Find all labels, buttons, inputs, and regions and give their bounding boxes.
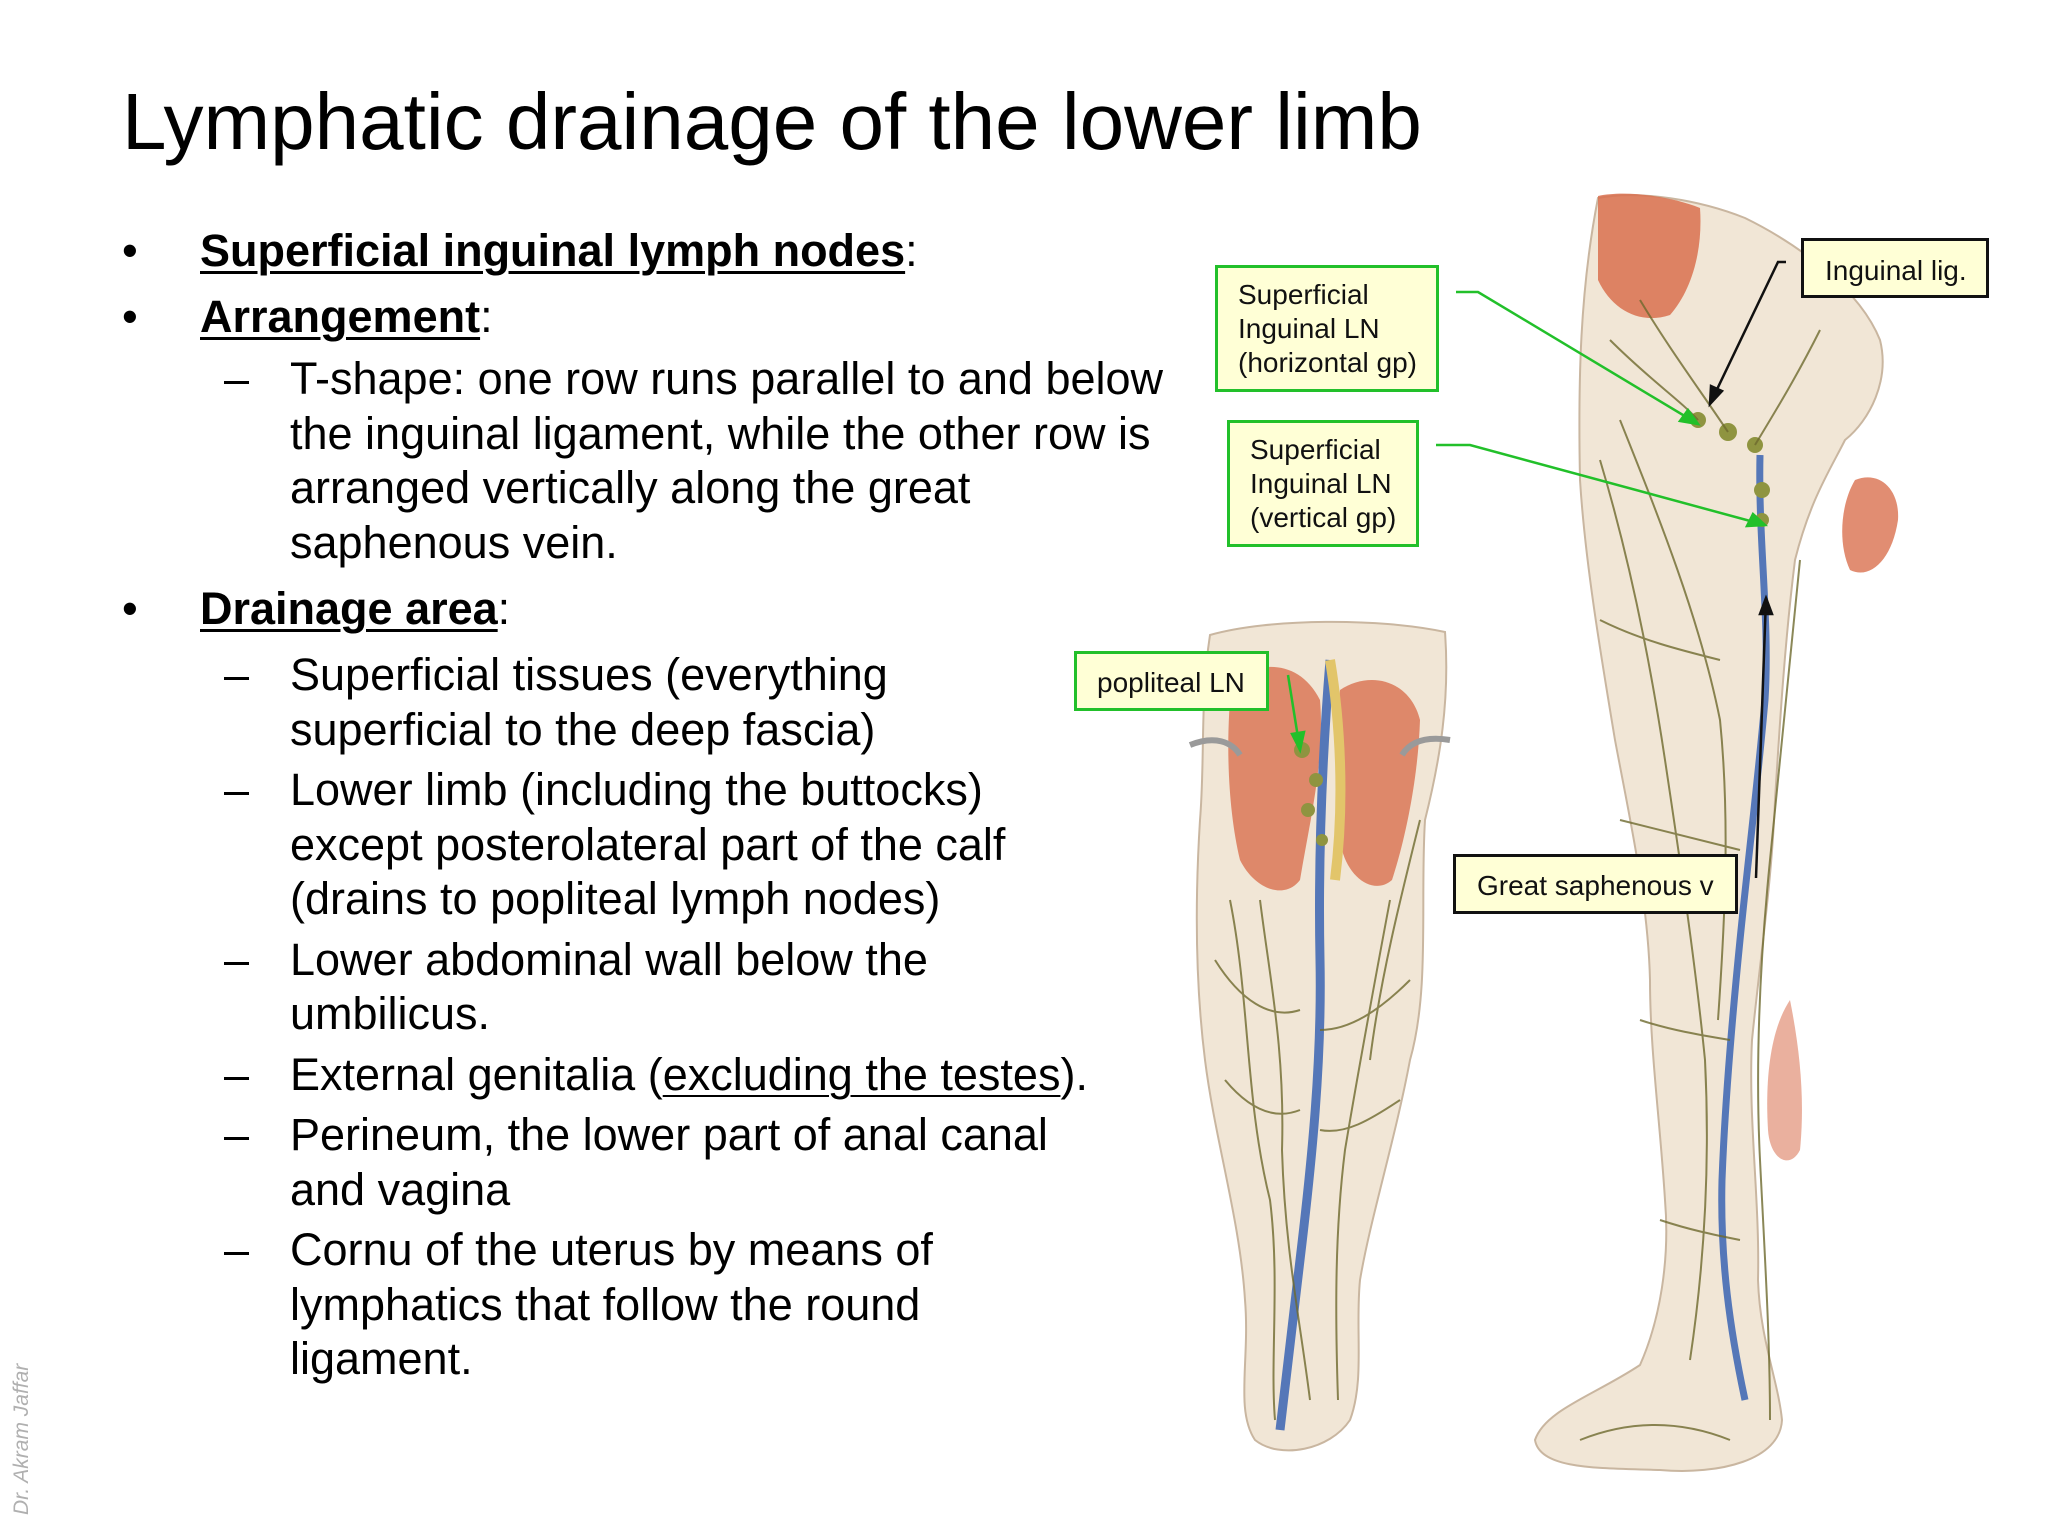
dash-marker: – (224, 933, 250, 985)
bullet-arrangement: • Arrangement: (122, 284, 1122, 350)
sub-bullet-text-end: ). (1060, 1048, 1088, 1100)
great-saphenous-label: Great saphenous v (1453, 854, 1738, 914)
excluding-testes-text: excluding the testes (662, 1048, 1061, 1100)
dash-marker: – (224, 649, 250, 700)
sub-bullet-text: Lower abdominal wall below the umbilicus… (290, 933, 928, 1040)
bullet-suffix: : (497, 583, 511, 634)
bullet-suffix: : (905, 225, 918, 276)
label-text: popliteal LN (1097, 667, 1245, 698)
dash-marker: – (224, 1109, 250, 1160)
dash-marker: – (224, 1224, 250, 1275)
bullet-keyword: Arrangement (200, 291, 481, 342)
label-text: (vertical gp) (1250, 502, 1397, 533)
sub-bullet-external-genitalia: –External genitalia (excluding the teste… (122, 1048, 1190, 1103)
bullet-keyword: Superficial inguinal lymph nodes (200, 225, 906, 276)
popliteal-node (1316, 834, 1328, 846)
popliteal-node (1309, 773, 1323, 787)
dash-marker: – (224, 764, 250, 815)
label-text: Inguinal lig. (1825, 255, 1967, 286)
sub-bullet-cornu-uterus: –Cornu of the uterus by means of lymphat… (122, 1223, 1010, 1387)
lower-limb-lymphatics-illustration (1188, 193, 1899, 1472)
label-text: Great saphenous v (1477, 870, 1714, 901)
sub-bullet-text: Lower limb (including the buttocks) exce… (290, 764, 1006, 924)
dash-marker: – (224, 1048, 250, 1100)
slide-title: Lymphatic drainage of the lower limb (122, 77, 1422, 166)
inguinal-ligament-label: Inguinal lig. (1801, 238, 1989, 298)
label-text: (horizontal gp) (1238, 347, 1417, 378)
sub-bullet-text: T-shape: one row runs parallel to and be… (290, 353, 1164, 568)
anterior-leg-view (1533, 193, 1899, 1472)
bullet-marker: • (122, 225, 138, 276)
bullet-superficial-nodes: • Superficial inguinal lymph nodes: (122, 218, 1122, 284)
dash-marker: – (224, 353, 250, 404)
label-text: Superficial (1250, 434, 1381, 465)
popliteal-node (1301, 803, 1315, 817)
sub-bullet-abdominal-wall: –Lower abdominal wall below the umbilicu… (122, 933, 1050, 1042)
pointer-arrows (1286, 260, 1786, 879)
bullet-marker: • (122, 583, 138, 634)
popliteal-ln-label: popliteal LN (1074, 651, 1269, 711)
sub-bullet-t-shape: –T-shape: one row runs parallel to and b… (122, 352, 1180, 570)
label-text: Inguinal LN (1238, 313, 1380, 344)
superficial-inguinal-vertical-label: Superficial Inguinal LN (vertical gp) (1227, 420, 1419, 547)
label-text: Inguinal LN (1250, 468, 1392, 499)
sub-bullet-text: Cornu of the uterus by means of lymphati… (290, 1224, 933, 1384)
superficial-inguinal-horizontal-label: Superficial Inguinal LN (horizontal gp) (1215, 265, 1439, 392)
posterior-leg-view (1188, 620, 1451, 1452)
sub-bullet-superficial-tissues: –Superficial tissues (everything superfi… (122, 648, 1050, 757)
sub-bullet-lower-limb: –Lower limb (including the buttocks) exc… (122, 763, 1050, 927)
bullet-drainage-area: • Drainage area: (122, 576, 1122, 642)
vertical-node (1754, 482, 1770, 498)
sub-bullet-text: Perineum, the lower part of anal canal a… (290, 1109, 1048, 1215)
sub-bullet-perineum: –Perineum, the lower part of anal canal … (122, 1108, 1080, 1217)
bullet-list: • Superficial inguinal lymph nodes: • Arra… (122, 218, 1163, 1387)
author-watermark: Dr. Akram Jaffar (10, 1363, 33, 1515)
bullet-keyword: Drainage area (200, 583, 498, 634)
bullet-suffix: : (480, 291, 493, 342)
bullet-marker: • (122, 291, 138, 342)
sub-bullet-text: External genitalia ( (290, 1048, 663, 1100)
label-text: Superficial (1238, 279, 1369, 310)
sub-bullet-text: Superficial tissues (everything superfic… (290, 649, 888, 755)
